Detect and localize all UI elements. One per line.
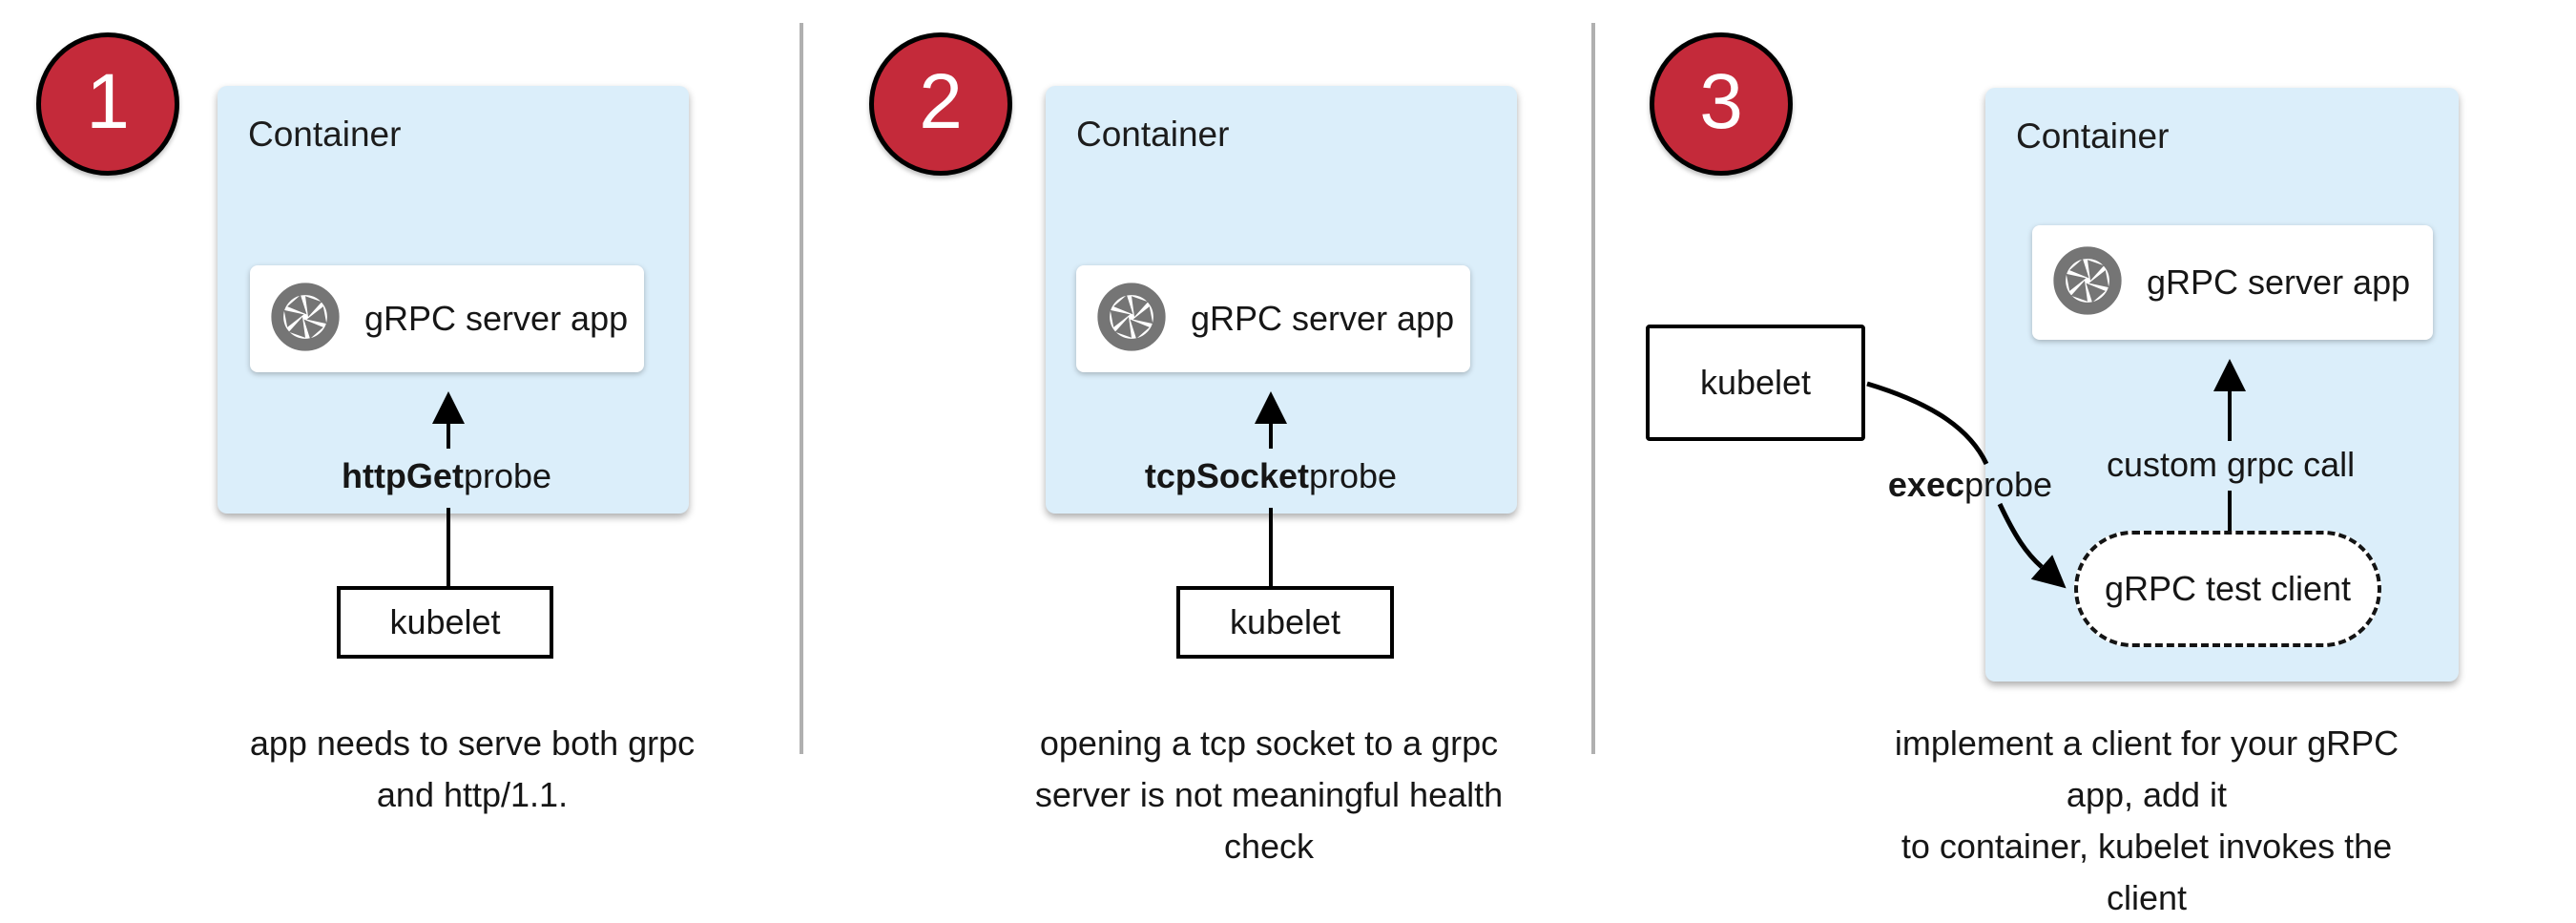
container-label-2: Container [1076,115,1230,154]
probe-type-3: exec [1887,465,1964,504]
kubelet-label-3: kubelet [1699,363,1812,402]
probe-type-2: tcpSocket [1144,456,1309,495]
aperture-icon [271,282,340,356]
grpc-server-app-box-2: gRPC server app [1076,265,1470,372]
kubelet-box-1: kubelet [337,586,553,659]
caption-1: app needs to serve both grpc and http/1.… [249,724,696,814]
probe-label-3: exec probe [1837,465,2104,505]
kubelet-label-2: kubelet [1229,602,1341,641]
kubelet-label-1: kubelet [389,602,501,641]
container-label-1: Container [248,115,402,154]
aperture-icon [1097,282,1166,356]
grpc-server-app-label-1: gRPC server app [364,299,629,338]
probe-word-1: probe [463,456,552,495]
grpc-test-client-label: gRPC test client [2104,569,2352,608]
probe-label-1: httpGet probe [303,456,590,496]
panel-divider-1 [800,23,803,754]
probe-word-3: probe [1964,465,2053,504]
step-3-badge: 3 [1650,32,1793,176]
kubelet-box-2: kubelet [1176,586,1394,659]
panel-divider-2 [1591,23,1595,754]
step-1-number: 1 [86,58,130,145]
probe-type-1: httpGet [341,456,464,495]
step-2-number: 2 [919,58,963,145]
kubelet-box-3: kubelet [1646,325,1865,441]
container-label-3: Container [2016,116,2170,156]
step-3-number: 3 [1699,58,1743,145]
grpc-server-app-box-3: gRPC server app [2032,225,2433,340]
probe-label-2: tcpSocket probe [1128,456,1414,496]
grpc-server-app-label-2: gRPC server app [1191,299,1455,338]
grpc-server-app-box-1: gRPC server app [250,265,644,372]
aperture-icon [2053,245,2122,320]
caption-3: implement a client for your gRPC app, ad… [1894,724,2399,917]
custom-grpc-call-label: custom grpc call [2107,445,2356,484]
step-2-badge: 2 [869,32,1012,176]
step-1-badge: 1 [36,32,179,176]
grpc-test-client-pill: gRPC test client [2074,531,2381,647]
grpc-server-app-label-3: gRPC server app [2147,262,2411,302]
caption-2: opening a tcp socket to a grpc server is… [1034,724,1504,866]
probe-word-2: probe [1308,456,1398,495]
